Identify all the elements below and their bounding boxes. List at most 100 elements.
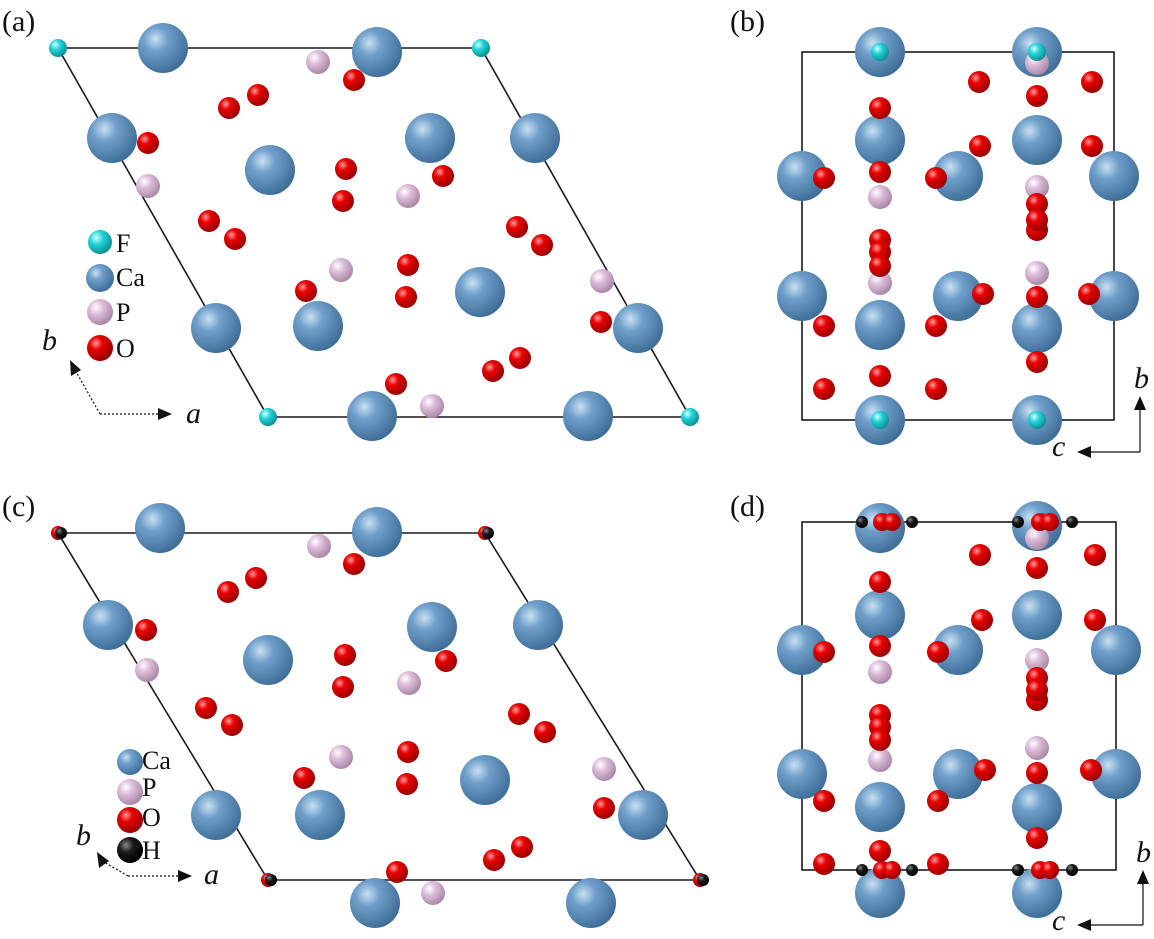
atom-o bbox=[883, 513, 901, 531]
atom-o bbox=[813, 790, 835, 812]
atom-p bbox=[1025, 175, 1049, 199]
atom-p bbox=[397, 671, 421, 695]
atom-p bbox=[87, 299, 113, 325]
atom-o bbox=[1026, 557, 1048, 579]
atom-o bbox=[335, 158, 357, 180]
atom-f bbox=[871, 411, 889, 429]
atom-ca bbox=[855, 868, 905, 918]
legend-top-label-1: Ca bbox=[116, 263, 145, 292]
panel-label-c: (c) bbox=[2, 490, 35, 523]
atom-ca bbox=[510, 113, 560, 163]
atom-o bbox=[135, 619, 157, 641]
atom-o bbox=[137, 132, 159, 154]
atom-o bbox=[332, 676, 354, 698]
atom-h bbox=[117, 837, 143, 863]
atom-h bbox=[55, 527, 67, 539]
atom-ca bbox=[138, 23, 188, 73]
atom-o bbox=[869, 635, 891, 657]
atom-f bbox=[1028, 411, 1046, 429]
atom-ca bbox=[777, 749, 827, 799]
axis-indicator-c: a b bbox=[76, 819, 219, 891]
legend-top-label-2: P bbox=[116, 298, 130, 327]
atom-o bbox=[1026, 286, 1048, 308]
atom-o bbox=[117, 807, 143, 833]
atom-f bbox=[681, 408, 699, 426]
atom-f bbox=[472, 39, 490, 57]
atom-p bbox=[420, 394, 444, 418]
atom-p bbox=[329, 745, 353, 769]
atom-p bbox=[1025, 736, 1049, 760]
atom-p bbox=[592, 757, 616, 781]
atom-ca bbox=[777, 625, 827, 675]
atom-o bbox=[1026, 762, 1048, 784]
atom-ca bbox=[618, 790, 668, 840]
atom-h bbox=[906, 516, 918, 528]
atom-ca bbox=[455, 267, 505, 317]
axis-indicator-b: c b bbox=[1052, 362, 1149, 463]
atom-ca bbox=[83, 600, 133, 650]
atom-o bbox=[869, 161, 891, 183]
atom-o bbox=[869, 729, 891, 751]
legend-bottom: Ca P O H bbox=[142, 746, 171, 865]
atom-o bbox=[1084, 609, 1106, 631]
atom-f bbox=[49, 39, 67, 57]
atom-p bbox=[421, 881, 445, 905]
atom-o bbox=[1084, 544, 1106, 566]
atom-ca bbox=[87, 113, 137, 163]
atom-ca bbox=[405, 113, 455, 163]
atom-o bbox=[813, 167, 835, 189]
atom-o bbox=[395, 286, 417, 308]
atom-f bbox=[259, 408, 277, 426]
axis-indicator-d: c b bbox=[1052, 836, 1151, 937]
atom-ca bbox=[350, 878, 400, 928]
atom-h bbox=[1066, 864, 1078, 876]
axis-label-b-x: c bbox=[1052, 430, 1065, 463]
atom-o bbox=[972, 283, 994, 305]
axis-label-a-y: b bbox=[42, 324, 57, 357]
axis-label-a-x: a bbox=[186, 397, 201, 430]
atom-h bbox=[482, 527, 494, 539]
atom-o bbox=[385, 373, 407, 395]
atom-o bbox=[217, 581, 239, 603]
atom-o bbox=[925, 167, 947, 189]
atom-o bbox=[1081, 71, 1103, 93]
atom-o bbox=[925, 378, 947, 400]
atom-o bbox=[509, 347, 531, 369]
atom-ca bbox=[347, 391, 397, 441]
atom-p bbox=[868, 271, 892, 295]
legend-bottom-label-1: P bbox=[142, 773, 156, 802]
atom-o bbox=[531, 234, 553, 256]
atom-ca bbox=[855, 782, 905, 832]
atom-o bbox=[332, 190, 354, 212]
atom-o bbox=[397, 254, 419, 276]
atom-h bbox=[697, 874, 709, 886]
atom-ca bbox=[1089, 151, 1139, 201]
atom-ca bbox=[460, 755, 510, 805]
axis-label-c-x: a bbox=[204, 858, 219, 891]
atom-o bbox=[971, 609, 993, 631]
atom-ca bbox=[245, 145, 295, 195]
legend-top: F Ca P O bbox=[116, 229, 145, 363]
atom-p bbox=[307, 534, 331, 558]
atom-f bbox=[88, 230, 112, 254]
atom-o bbox=[969, 544, 991, 566]
axis-label-b-y: b bbox=[1134, 362, 1149, 395]
atom-o bbox=[593, 797, 615, 819]
atom-o bbox=[1081, 135, 1103, 157]
atom-ca bbox=[1012, 868, 1062, 918]
atom-ca bbox=[933, 151, 983, 201]
atom-o bbox=[883, 861, 901, 879]
atom-p bbox=[868, 660, 892, 684]
atom-h bbox=[1066, 516, 1078, 528]
atom-ca bbox=[777, 151, 827, 201]
atom-o bbox=[1080, 759, 1102, 781]
atom-ca bbox=[855, 115, 905, 165]
atoms-layer bbox=[49, 23, 1141, 928]
atom-ca bbox=[135, 503, 185, 553]
atom-ca bbox=[293, 301, 343, 351]
atom-o bbox=[224, 228, 246, 250]
atom-o bbox=[245, 567, 267, 589]
atom-p bbox=[868, 185, 892, 209]
atom-o bbox=[396, 773, 418, 795]
